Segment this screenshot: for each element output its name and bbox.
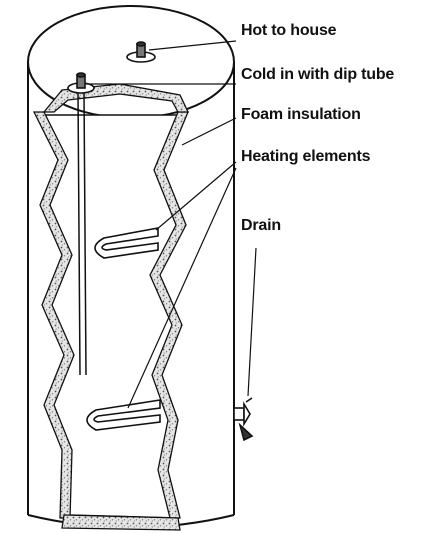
- label-foam-insulation: Foam insulation: [241, 106, 361, 124]
- label-heating-elements: Heating elements: [241, 148, 370, 166]
- foam-leader: [182, 118, 236, 145]
- label-hot-to-house: Hot to house: [241, 22, 336, 40]
- label-drain: Drain: [241, 217, 281, 235]
- drain-leader: [248, 248, 256, 396]
- drain-valve: [234, 398, 252, 440]
- label-cold-in: Cold in with dip tube: [241, 66, 394, 84]
